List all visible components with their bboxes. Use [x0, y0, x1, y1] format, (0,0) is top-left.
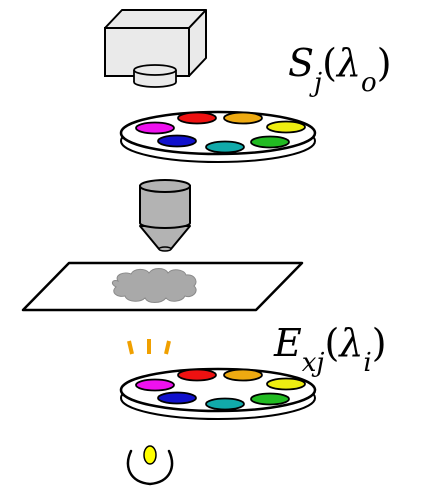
lamp-bulb — [143, 445, 157, 465]
filter-blue — [157, 134, 197, 148]
camera-lens-top — [133, 64, 177, 76]
filter-red — [177, 111, 217, 125]
filter-magenta — [135, 121, 175, 135]
objective-tip — [139, 225, 191, 250]
emission-label: Sj(λo) — [288, 41, 392, 98]
filter-blue — [157, 391, 197, 405]
sample-slide — [21, 261, 304, 312]
lamp-icon — [126, 445, 174, 486]
excitation-label: Exj(λi) — [273, 321, 387, 378]
filter-yellow — [266, 120, 306, 134]
objective-lens-icon — [139, 179, 191, 252]
filter-teal — [205, 140, 245, 154]
excitation-filter-wheel — [119, 367, 317, 420]
objective-top — [139, 179, 191, 193]
filter-orange — [223, 368, 263, 382]
objective-barrel — [139, 185, 191, 229]
filter-green — [250, 135, 290, 149]
lamp-reflector — [126, 449, 174, 486]
filter-magenta — [135, 378, 175, 392]
light-ray — [127, 340, 134, 355]
camera-icon — [104, 9, 207, 88]
filter-yellow — [266, 377, 306, 391]
light-ray — [164, 340, 171, 355]
emission-filter-wheel — [119, 110, 317, 163]
excitation-rays — [127, 339, 171, 355]
sample-cloud — [111, 268, 197, 303]
filter-teal — [205, 397, 245, 411]
filter-orange — [223, 111, 263, 125]
filter-green — [250, 392, 290, 406]
filter-red — [177, 368, 217, 382]
